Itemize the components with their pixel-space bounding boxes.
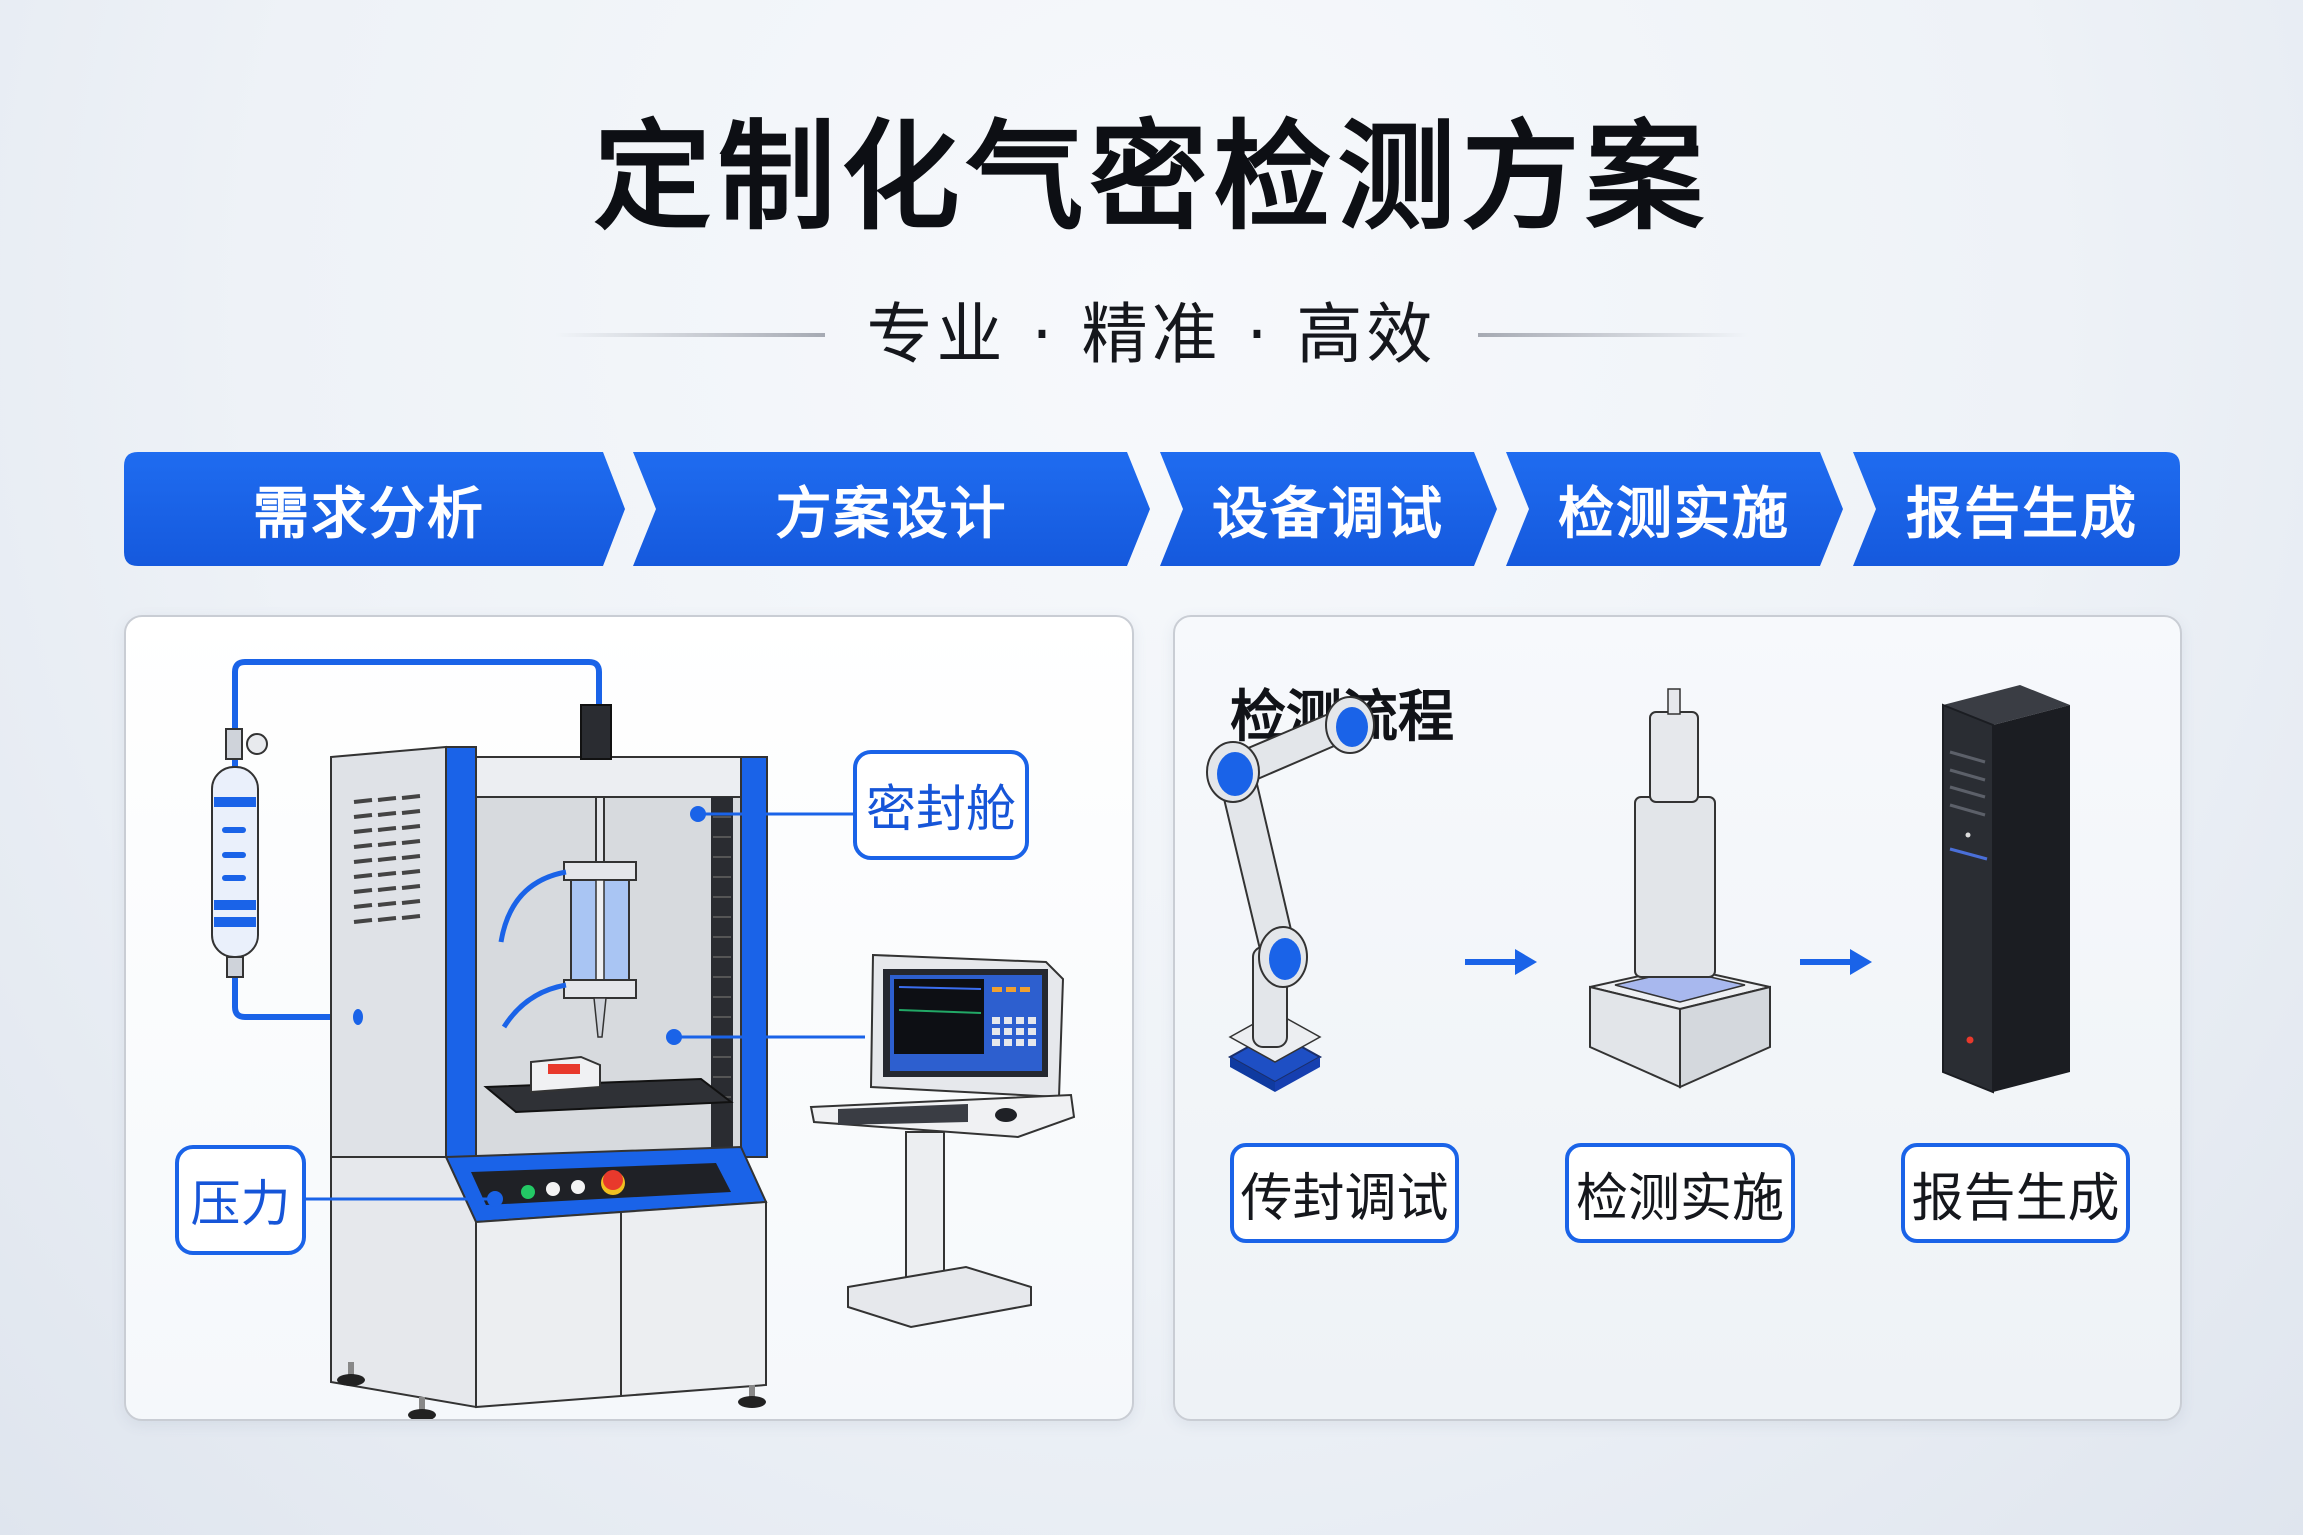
process-chevrons-graphic	[124, 452, 2180, 566]
process-step-testing: 检测实施	[1558, 481, 1790, 547]
flow-step-report: 报告生成	[1901, 1143, 2130, 1243]
decorative-line-left	[554, 333, 825, 337]
test-cylinder-icon	[1589, 688, 1771, 1089]
flow-illustration	[1206, 685, 2070, 1094]
robot-arm-icon	[1206, 696, 1375, 1092]
arrow-right-icon	[1800, 949, 1872, 975]
arrow-right-icon	[1465, 949, 1537, 975]
flow-step-testing: 检测实施	[1565, 1143, 1795, 1243]
equipment-panel: 密封舱 压力	[124, 615, 1134, 1421]
server-tower-icon	[1942, 685, 2070, 1094]
decorative-line-right	[1478, 333, 1749, 337]
page-title: 定制化气密检测方案	[593, 108, 1710, 246]
process-step-report: 报告生成	[1906, 481, 2138, 547]
process-step-debug: 设备调试	[1212, 481, 1444, 547]
callout-sealed-chamber: 密封舱	[853, 750, 1029, 860]
callout-pressure: 压力	[175, 1145, 306, 1255]
flow-panel: 检测流程	[1173, 615, 2182, 1421]
process-step-design: 方案设计	[775, 481, 1008, 547]
subtitle-row: 专业 · 精准 · 高效	[0, 290, 2303, 380]
flow-step-seal-debug: 传封调试	[1230, 1143, 1459, 1243]
control-terminal-icon	[809, 953, 1076, 1329]
gas-cylinder-icon	[211, 728, 268, 978]
leak-test-machine-icon	[211, 659, 1076, 1419]
process-bar: 需求分析 方案设计 设备调试 检测实施 报告生成	[124, 452, 2180, 566]
process-step-requirements: 需求分析	[253, 481, 485, 547]
page-subtitle: 专业 · 精准 · 高效	[866, 296, 1437, 373]
